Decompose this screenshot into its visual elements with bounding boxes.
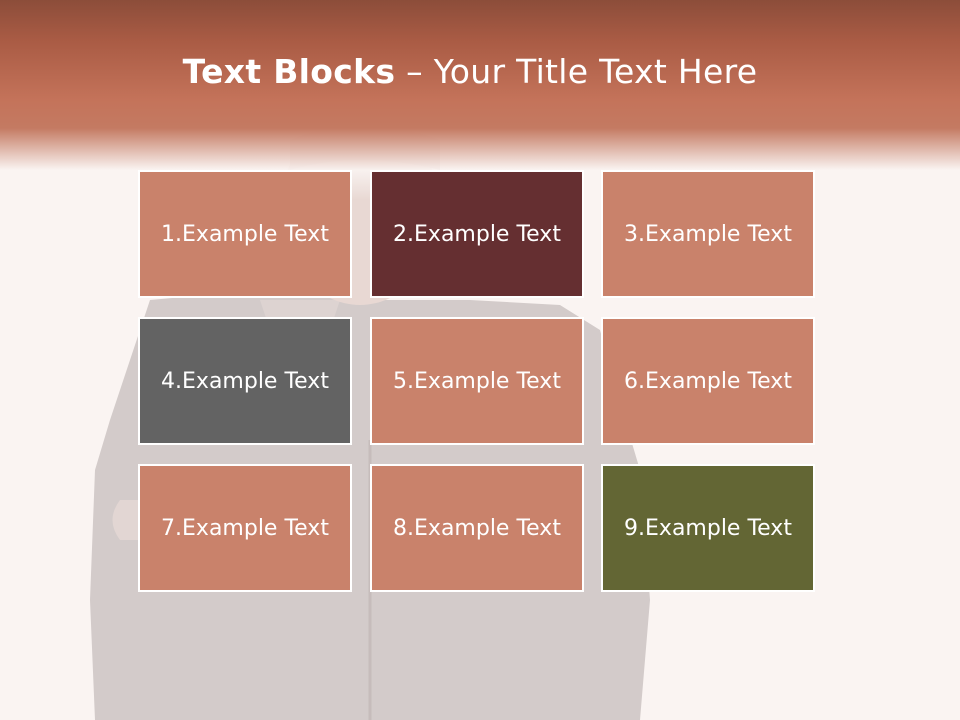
text-block-6[interactable]: 6.Example Text xyxy=(601,317,815,445)
text-block-6-label: 6.Example Text xyxy=(624,368,792,394)
header-band xyxy=(0,0,960,200)
text-block-9-label: 9.Example Text xyxy=(624,515,792,541)
text-block-8[interactable]: 8.Example Text xyxy=(370,464,584,592)
text-block-4[interactable]: 4.Example Text xyxy=(138,317,352,445)
text-block-5[interactable]: 5.Example Text xyxy=(370,317,584,445)
text-block-5-label: 5.Example Text xyxy=(393,368,561,394)
text-block-1-label: 1.Example Text xyxy=(161,221,329,247)
text-block-1[interactable]: 1.Example Text xyxy=(138,170,352,298)
text-block-4-label: 4.Example Text xyxy=(161,368,329,394)
text-block-9[interactable]: 9.Example Text xyxy=(601,464,815,592)
text-block-2-label: 2.Example Text xyxy=(393,221,561,247)
text-block-7-label: 7.Example Text xyxy=(161,515,329,541)
title-dash: – xyxy=(395,52,434,91)
text-block-8-label: 8.Example Text xyxy=(393,515,561,541)
text-block-2[interactable]: 2.Example Text xyxy=(370,170,584,298)
text-block-7[interactable]: 7.Example Text xyxy=(138,464,352,592)
text-block-3[interactable]: 3.Example Text xyxy=(601,170,815,298)
text-block-3-label: 3.Example Text xyxy=(624,221,792,247)
slide-title: Text Blocks – Your Title Text Here xyxy=(0,52,940,91)
title-bold: Text Blocks xyxy=(182,52,396,91)
title-rest: Your Title Text Here xyxy=(433,52,758,91)
